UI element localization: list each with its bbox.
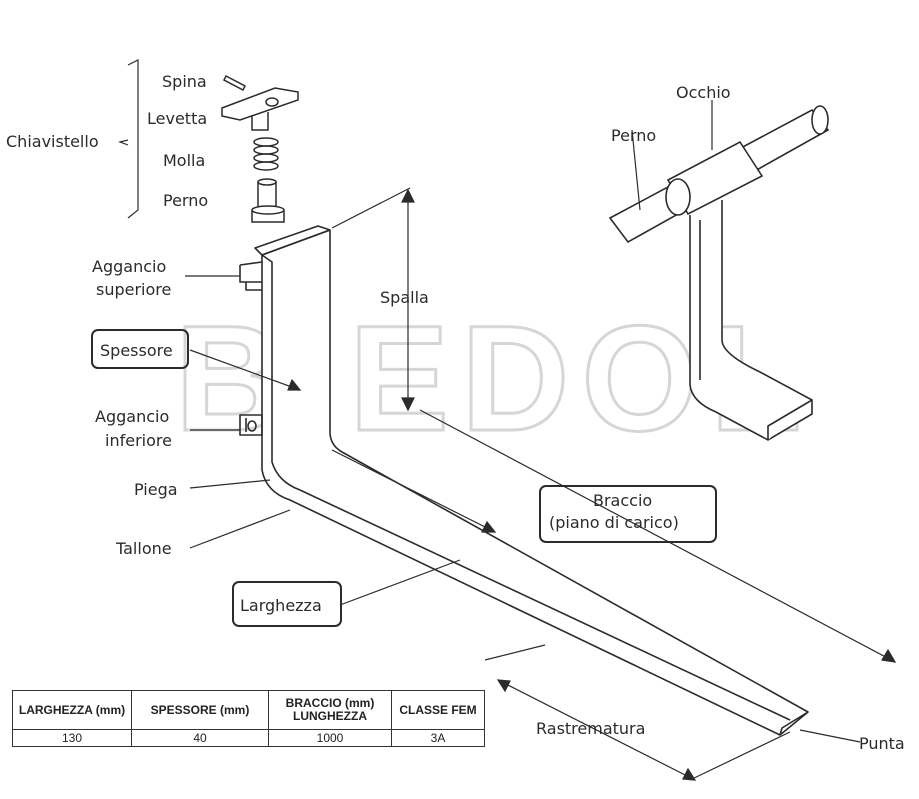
perno-pin bbox=[251, 181, 285, 223]
label-spina: Spina bbox=[162, 72, 207, 91]
header-larghezza: LARGHEZZA (mm) bbox=[12, 690, 132, 730]
label-aggancio-inferiore-2: inferiore bbox=[105, 431, 172, 450]
label-piano-di-carico: (piano di carico) bbox=[549, 513, 679, 532]
levetta-lever bbox=[221, 87, 299, 121]
label-perno-shaft: Perno bbox=[611, 126, 656, 145]
label-aggancio-inferiore-1: Aggancio bbox=[95, 407, 169, 426]
label-spessore: Spessore bbox=[100, 341, 173, 360]
label-molla: Molla bbox=[163, 151, 205, 170]
cell-larghezza: 130 bbox=[12, 729, 132, 747]
label-tallone: Tallone bbox=[115, 539, 172, 558]
label-chiavistello: Chiavistello bbox=[6, 132, 99, 151]
cell-spessore: 40 bbox=[131, 729, 269, 747]
header-spessore: SPESSORE (mm) bbox=[131, 690, 269, 730]
label-piega: Piega bbox=[134, 480, 178, 499]
header-classe-fem: CLASSE FEM bbox=[391, 690, 485, 730]
braccio-box bbox=[539, 485, 717, 543]
label-larghezza: Larghezza bbox=[240, 596, 322, 615]
latch-parts bbox=[221, 74, 299, 223]
molla-spring bbox=[253, 137, 279, 171]
cell-braccio-lunghezza: 1000 bbox=[268, 729, 392, 747]
larghezza-box bbox=[232, 581, 342, 627]
label-aggancio-superiore-2: superiore bbox=[96, 280, 171, 299]
fork-illustration bbox=[239, 225, 809, 736]
dimension-lines bbox=[117, 59, 897, 781]
label-punta: Punta bbox=[859, 734, 905, 753]
label-rastrematura: Rastrematura bbox=[536, 719, 645, 738]
label-levetta: Levetta bbox=[147, 109, 207, 128]
rastrematura-dimension bbox=[497, 679, 696, 781]
label-aggancio-superiore-1: Aggancio bbox=[92, 257, 166, 276]
larghezza-dimension bbox=[331, 449, 496, 533]
spec-table-header-row: LARGHEZZA (mm) SPESSORE (mm) BRACCIO (mm… bbox=[12, 690, 485, 730]
label-occhio: Occhio bbox=[676, 83, 731, 102]
table-row: 130 40 1000 3A bbox=[12, 729, 485, 747]
spina-pin bbox=[223, 74, 246, 92]
shaft-eye-assembly bbox=[608, 105, 830, 441]
label-spalla: Spalla bbox=[380, 288, 429, 307]
braccio-dimension bbox=[419, 409, 896, 663]
label-braccio: Braccio bbox=[593, 491, 652, 510]
spec-table: LARGHEZZA (mm) SPESSORE (mm) BRACCIO (mm… bbox=[12, 690, 485, 747]
header-braccio-lunghezza: BRACCIO (mm) LUNGHEZZA bbox=[268, 690, 392, 730]
chiavistello-brace bbox=[127, 59, 139, 219]
spessore-box bbox=[91, 329, 189, 369]
spessore-leader bbox=[189, 349, 301, 391]
label-perno-pin: Perno bbox=[163, 191, 208, 210]
cell-classe-fem: 3A bbox=[391, 729, 485, 747]
